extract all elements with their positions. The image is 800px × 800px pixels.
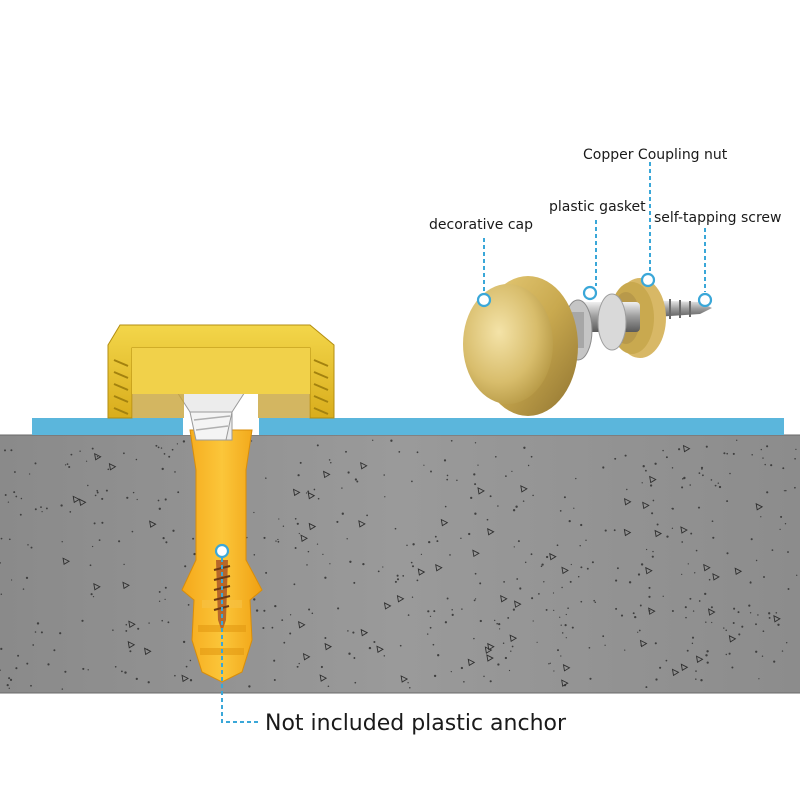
label-decorative-cap: decorative cap bbox=[429, 217, 533, 233]
label-plastic-gasket: plastic gasket bbox=[549, 199, 646, 215]
label-copper-coupling-nut: Copper Coupling nut bbox=[583, 147, 728, 163]
decorative-cap-face bbox=[463, 284, 553, 404]
concrete-wall bbox=[0, 435, 800, 693]
callout-leaders bbox=[214, 162, 713, 723]
label-plastic-anchor: Not included plastic anchor bbox=[265, 711, 567, 736]
label-self-tapping-screw: self-tapping screw bbox=[654, 210, 781, 226]
exploded-assembly bbox=[463, 276, 712, 416]
cap-cross-section bbox=[107, 324, 335, 419]
glass-panel bbox=[32, 418, 784, 435]
